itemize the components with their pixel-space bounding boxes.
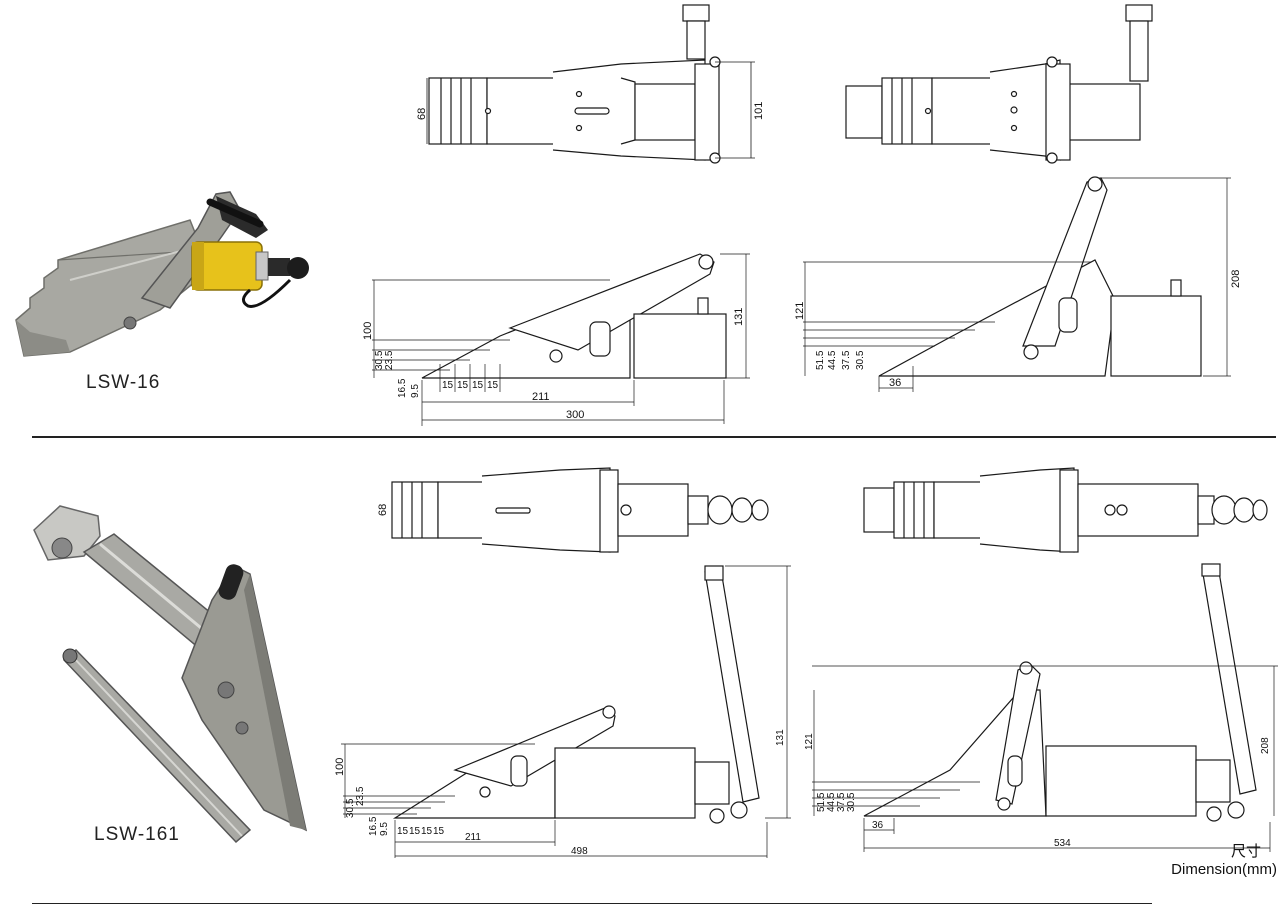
- dim-open-step-3: 37.5: [841, 350, 852, 370]
- dim-161-step-width-4: 15: [433, 826, 445, 837]
- dim-161-length-total: 498: [571, 846, 588, 857]
- lsw161-side-view-closed: 100 30.5 23.5 16.5 9.5 15 15 15 15 211 4…: [335, 565, 791, 858]
- dim-161-top-width: 68: [377, 504, 389, 516]
- dim-open-jaw-height: 121: [795, 302, 806, 320]
- dim-top-height: 101: [753, 102, 765, 120]
- dim-step-width-2: 15: [457, 380, 469, 391]
- dim-step-width-3: 15: [472, 380, 484, 391]
- dim-161-open-step-4: 30.5: [846, 792, 857, 812]
- section-divider: [32, 436, 1276, 438]
- units-label: 尺寸 Dimension(mm): [1171, 840, 1277, 878]
- product-model-lsw161: LSW-161: [94, 824, 180, 845]
- dim-top-width: 68: [416, 108, 428, 120]
- dim-161-open-length-total: 534: [1054, 838, 1071, 849]
- dim-step-3: 16.5: [397, 378, 408, 398]
- dim-161-overall-height: 131: [775, 729, 786, 746]
- dim-161-step-width-3: 15: [421, 826, 433, 837]
- dim-161-step-1: 30.5: [345, 798, 356, 818]
- product-model-lsw16: LSW-16: [86, 372, 161, 393]
- bottom-rule: [32, 903, 1152, 904]
- lsw16-side-view-open: 121 51.5 44.5 37.5 30.5 36 208: [795, 176, 1242, 392]
- dim-length-211: 211: [532, 391, 550, 403]
- dim-161-jaw-height: 100: [335, 758, 346, 776]
- lsw161-product-photo: [33, 505, 308, 844]
- dim-open-step-1: 51.5: [815, 350, 826, 370]
- dim-step-width-1: 15: [442, 380, 454, 391]
- dim-step-1: 30.5: [374, 350, 385, 370]
- dim-open-step-2: 44.5: [827, 350, 838, 370]
- dim-length-total: 300: [566, 409, 584, 421]
- dim-161-open-tip: 36: [872, 820, 884, 831]
- lsw16-top-view-open: [845, 4, 1153, 164]
- dim-161-step-3: 16.5: [368, 816, 379, 836]
- dim-161-open-height: 208: [1260, 737, 1271, 754]
- lsw16-side-view-closed: 100 30.5 23.5 16.5 9.5 15 15 15 15 211 3…: [362, 253, 750, 426]
- dim-161-open-jaw-height: 121: [804, 733, 815, 750]
- dim-step-width-4: 15: [487, 380, 499, 391]
- dim-161-step-2: 23.5: [355, 786, 366, 806]
- dim-161-step-width-2: 15: [409, 826, 421, 837]
- lsw161-side-view-open: 121 51.5 44.5 37.5 30.5 36 534 208: [804, 563, 1278, 852]
- dim-161-open-step-3: 37.5: [836, 792, 847, 812]
- dim-open-step-4: 30.5: [855, 350, 866, 370]
- dim-161-step-4: 9.5: [379, 822, 390, 836]
- dim-open-height: 208: [1230, 270, 1242, 288]
- dim-jaw-height: 100: [362, 322, 374, 340]
- units-label-en: Dimension(mm): [1171, 861, 1277, 878]
- lsw16-product-photo: [15, 191, 309, 357]
- dim-step-2: 23.5: [384, 350, 395, 370]
- lsw16-top-view-closed: 68 101: [416, 4, 765, 164]
- lsw161-top-view-open: [863, 467, 1268, 553]
- dim-step-4: 9.5: [410, 384, 421, 398]
- dim-161-open-step-2: 44.5: [826, 792, 837, 812]
- dim-open-tip: 36: [889, 377, 901, 389]
- dim-161-step-width-1: 15: [397, 826, 409, 837]
- dim-161-open-step-1: 51.5: [816, 792, 827, 812]
- dim-overall-height: 131: [733, 308, 745, 326]
- units-label-cn: 尺寸: [1230, 843, 1261, 860]
- lsw161-top-view-closed: 68: [377, 467, 769, 553]
- dim-161-length-211: 211: [465, 832, 481, 843]
